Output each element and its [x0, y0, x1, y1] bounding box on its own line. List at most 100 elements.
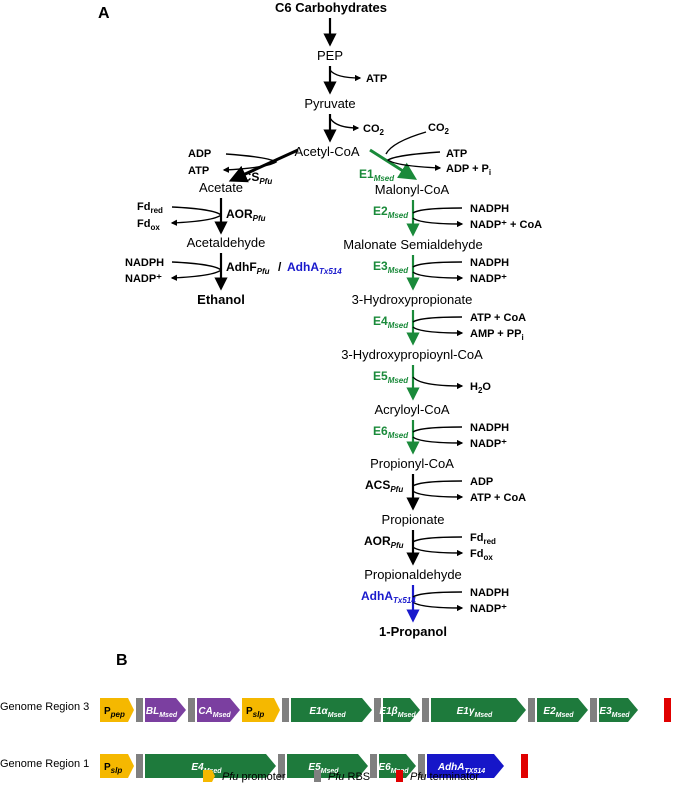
region3-gene-label: E2Msed — [543, 706, 574, 719]
region1-label: Genome Region 1 — [0, 758, 89, 770]
metabolite-malonylcoa: Malonyl-CoA — [375, 182, 450, 197]
region1-rbs — [136, 754, 143, 778]
arrow-e2-in — [412, 207, 463, 214]
cofactor-nadp-adh: NADP⁺ — [470, 603, 507, 615]
region3-promoter-pep — [100, 698, 134, 722]
arrow-e3-in — [412, 261, 463, 268]
cofactor-nadp-left: NADP⁺ — [125, 273, 162, 285]
region3-promoter-label: Ppep — [104, 706, 125, 719]
region3-rbs — [136, 698, 143, 722]
enzyme-adhf: AdhFPfu — [226, 260, 270, 276]
cofactor-fd-red2: Fdred — [470, 532, 496, 546]
arrow-adp-atp — [222, 153, 278, 173]
arrow-acetylcoa-acetate — [228, 148, 299, 183]
metabolite-acryloylcoa: Acryloyl-CoA — [374, 402, 449, 417]
panel-a: A C6 Carbohydrates PEP ATP Pyruvate CO2 … — [98, 0, 542, 639]
cofactor-h2o: H2O — [470, 381, 491, 395]
arrow-adh-in — [412, 591, 463, 598]
region3-promoter-slp — [242, 698, 280, 722]
region1-gene-label: AdhATX514 — [437, 762, 485, 775]
enzyme-aor-left: AORPfu — [226, 207, 266, 223]
region3-promoter-label: Pslp — [246, 706, 264, 719]
enzyme-acs-right: ACSPfu — [365, 478, 403, 494]
metabolite-pyruvate: Pyruvate — [304, 96, 355, 111]
cofactor-nadph-left: NADPH — [125, 257, 164, 269]
cofactor-atp: ATP — [366, 73, 387, 85]
metabolite-acetate: Acetate — [199, 180, 243, 195]
arrow-e6-out — [412, 436, 464, 447]
region1-gene-arrow — [287, 754, 368, 778]
panel-b-label: B — [116, 652, 128, 669]
region1-terminator — [521, 754, 528, 778]
region3-gene-label: BLMsed — [146, 706, 178, 719]
cofactor-adp-acs2: ADP — [470, 476, 493, 488]
cofactor-fd-ox: Fdox — [137, 218, 160, 232]
arrow-aor2-out — [412, 546, 464, 557]
arrow-co2-out — [329, 117, 360, 132]
cofactor-nadph-adh: NADPH — [470, 587, 509, 599]
region3-terminator — [664, 698, 671, 722]
region3-rbs — [374, 698, 381, 722]
cofactor-nadph-e3: NADPH — [470, 257, 509, 269]
enzyme-e4: E4Msed — [373, 314, 409, 330]
arrow-acs2-in — [412, 480, 463, 487]
metabolite-c6: C6 Carbohydrates — [275, 0, 387, 15]
region1-rbs — [418, 754, 425, 778]
region3-rbs — [590, 698, 597, 722]
region1-gene-arrow — [145, 754, 276, 778]
region3-gene-label: E1γMsed — [457, 706, 493, 719]
legend-terminator-icon — [396, 770, 403, 782]
arrow-co2-in — [385, 131, 427, 155]
arrow-adh-out — [412, 601, 464, 612]
region3-rbs — [528, 698, 535, 722]
enzyme-e5: E5Msed — [373, 369, 409, 385]
enzyme-e6: E6Msed — [373, 424, 409, 440]
region3-gene-arrow — [197, 698, 240, 722]
cofactor-atp-acs2: ATP + CoA — [470, 492, 526, 504]
arrow-e1 — [369, 148, 418, 180]
arrow-aor2-in — [412, 536, 463, 543]
region1-gene-arrow — [379, 754, 416, 778]
metabolite-propionaldehyde: Propionaldehyde — [364, 567, 462, 582]
cofactor-co2-in: CO2 — [428, 122, 450, 136]
region3-gene-label: E1αMsed — [309, 706, 346, 719]
region3-gene-arrow — [537, 698, 588, 722]
arrow-e4-in — [412, 316, 463, 323]
arrow-fd — [170, 206, 223, 226]
metabolite-3hpcoa: 3-Hydroxypropioynl-CoA — [341, 347, 483, 362]
metabolite-3hp: 3-Hydroxypropionate — [352, 292, 473, 307]
cofactor-amp-e4: AMP + PPi — [470, 328, 524, 342]
metabolite-propionylcoa: Propionyl-CoA — [370, 456, 454, 471]
enzyme-acs-left: ACSPfu — [234, 170, 272, 186]
cofactor-nadp-e2: NADP⁺ + CoA — [470, 219, 542, 231]
arrow-atp-adp — [386, 151, 442, 171]
arrow-e5-out — [412, 376, 464, 390]
metabolite-ethanol: Ethanol — [197, 292, 245, 307]
cofactor-atp-e4: ATP + CoA — [470, 312, 526, 324]
enzyme-adha-right: AdhATx514 — [361, 589, 416, 605]
panel-a-label: A — [98, 5, 110, 22]
arrow-nadph-left — [170, 261, 223, 281]
cofactor-adp: ADP — [188, 148, 211, 160]
region3-gene-arrow — [383, 698, 420, 722]
region1-promoter-label: Pslp — [104, 762, 122, 775]
cofactor-nadp-e6: NADP⁺ — [470, 438, 507, 450]
region3-gene-label: CAMsed — [198, 706, 231, 719]
region1-rbs — [370, 754, 377, 778]
arrow-acs2-out — [412, 490, 464, 501]
legend-rbs-icon — [314, 770, 321, 782]
region3-gene-arrow — [145, 698, 186, 722]
metabolite-propanol: 1-Propanol — [379, 624, 447, 639]
cofactor-nadph-e6: NADPH — [470, 422, 509, 434]
cofactor-atp-2: ATP — [188, 165, 209, 177]
enzyme-e1: E1Msed — [359, 167, 395, 183]
arrow-e2-out — [412, 217, 464, 228]
region3-gene-label: E1βMsed — [379, 706, 416, 719]
metabolite-pep: PEP — [317, 48, 343, 63]
cofactor-fd-red: Fdred — [137, 201, 163, 215]
cofactor-nadp-e3: NADP⁺ — [470, 273, 507, 285]
